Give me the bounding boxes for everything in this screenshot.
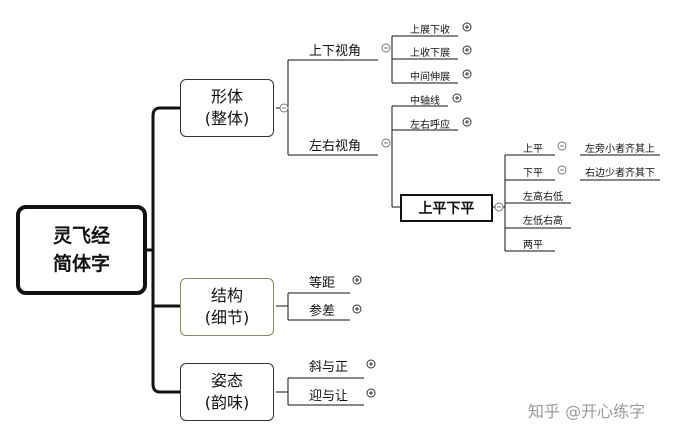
node-balance-item-2[interactable]: 下平 (523, 168, 543, 179)
node-slant-upright[interactable]: 斜与正 (309, 360, 349, 375)
node-jiegou[interactable]: 结构 (细节) (180, 278, 274, 336)
root-title-line1: 灵飞经 (52, 225, 110, 247)
node-welcome-yield[interactable]: 迎与让 (309, 389, 349, 404)
node-equal-spacing[interactable]: 等距 (309, 276, 336, 291)
node-up-down-item-2[interactable]: 上收下展 (410, 48, 450, 59)
node-xingti[interactable]: 形体 (整体) (180, 79, 274, 137)
node-up-down-item-1[interactable]: 上展下收 (410, 25, 450, 36)
node-balance[interactable]: 上平下平 (400, 194, 493, 222)
node-left-right-view[interactable]: 左右视角 (309, 139, 362, 154)
node-xingti-subtitle: (整体) (204, 109, 250, 128)
node-axis[interactable]: 中轴线 (410, 96, 440, 107)
node-zitai-title: 姿态 (210, 371, 243, 390)
node-xingti-title: 形体 (210, 87, 243, 106)
node-up-down-view[interactable]: 上下视角 (309, 44, 362, 59)
node-jiegou-title: 结构 (210, 286, 243, 305)
node-balance-item-3[interactable]: 左高右低 (523, 192, 563, 203)
root-node[interactable]: 灵飞经 简体字 (16, 205, 147, 295)
node-balance-item-5[interactable]: 两平 (523, 240, 543, 251)
node-balance-note-1[interactable]: 左旁小者齐其上 (585, 144, 655, 155)
node-balance-item-4[interactable]: 左低右高 (523, 216, 563, 227)
node-zitai-subtitle: (韵味) (204, 393, 250, 412)
root-title-line2: 简体字 (52, 253, 110, 275)
node-up-down-item-3[interactable]: 中间伸展 (410, 72, 450, 83)
node-staggered[interactable]: 参差 (309, 304, 336, 319)
node-echo[interactable]: 左右呼应 (410, 120, 450, 131)
watermark: 知乎 @开心练字 (528, 402, 646, 421)
node-zitai[interactable]: 姿态 (韵味) (180, 363, 274, 421)
node-jiegou-subtitle: (细节) (204, 308, 250, 327)
node-balance-item-1[interactable]: 上平 (523, 144, 543, 155)
node-balance-note-2[interactable]: 右边少者齐其下 (585, 168, 655, 179)
